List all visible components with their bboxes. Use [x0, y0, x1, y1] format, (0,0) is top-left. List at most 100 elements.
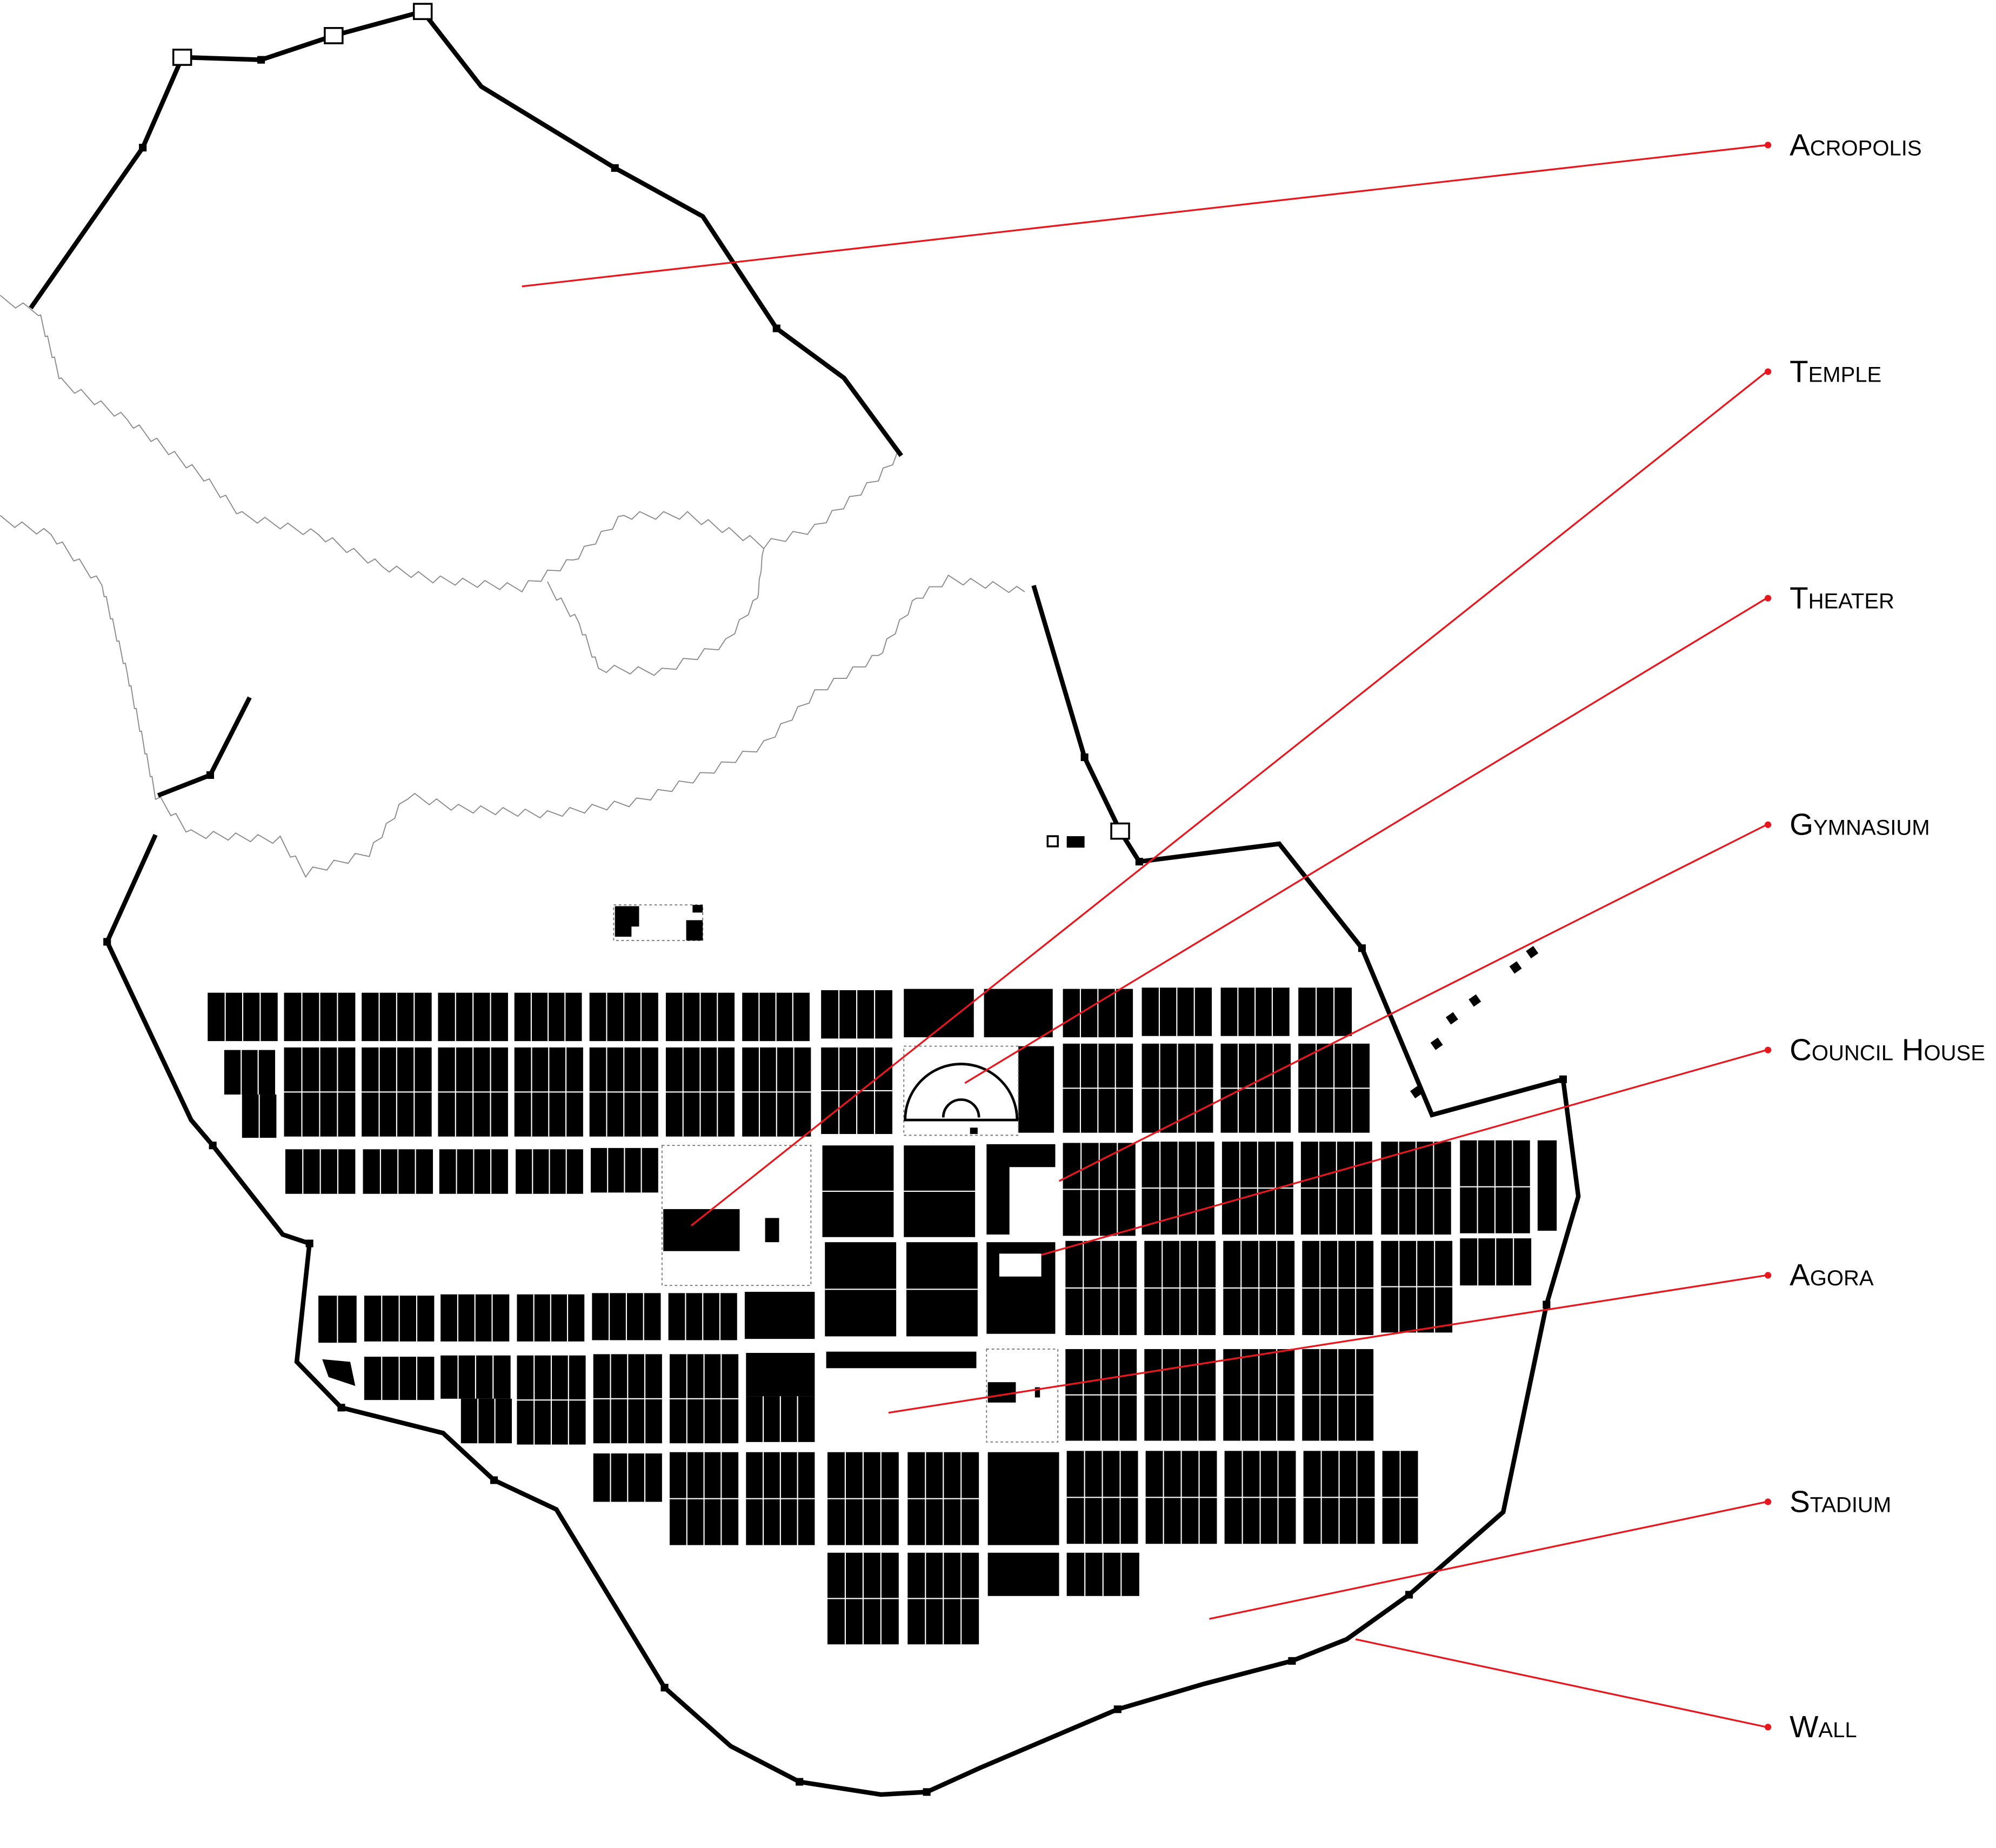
housing-block — [1220, 988, 1290, 1036]
housing-block — [589, 1047, 658, 1137]
wall-tower — [209, 1142, 217, 1150]
housing-block — [821, 990, 893, 1039]
housing-block — [318, 1296, 357, 1343]
housing-block — [1221, 1142, 1293, 1235]
theater-leader-dot — [1764, 595, 1772, 602]
council-house-building — [999, 1253, 1042, 1277]
acropolis-leader-line — [522, 144, 1767, 288]
wall-segment — [29, 9, 903, 457]
housing-block — [440, 1355, 511, 1399]
housing-block — [906, 1242, 978, 1337]
gate-tower — [1110, 822, 1130, 840]
housing-block — [1063, 989, 1133, 1038]
housing-block — [746, 1452, 815, 1545]
stadium-leader-line — [1209, 1500, 1767, 1620]
temple-altar — [765, 1218, 779, 1243]
housing-block — [593, 1453, 662, 1502]
housing-block — [1303, 1451, 1375, 1544]
housing-block — [746, 1353, 815, 1397]
wall-tower — [923, 1788, 931, 1796]
theater-stage — [970, 1128, 978, 1135]
housing-block — [669, 1354, 739, 1444]
wall-tower — [772, 324, 780, 332]
wall-tower — [139, 144, 147, 152]
gymnasium-leader-dot — [1764, 821, 1772, 828]
wall-tower — [1543, 1300, 1551, 1309]
housing-block — [827, 1452, 899, 1545]
wall-tower — [1080, 753, 1089, 762]
acropolis-label: Acropolis — [1790, 128, 1921, 162]
acropolis-leader-dot — [1764, 142, 1772, 149]
wall-fragment — [1509, 961, 1522, 974]
housing-block — [984, 989, 1053, 1038]
housing-block — [514, 1047, 583, 1137]
long-stoa — [826, 1351, 977, 1369]
temple-leader-dot — [1764, 368, 1772, 375]
housing-block — [363, 1149, 433, 1194]
housing-block — [1302, 1349, 1374, 1441]
wall-tower — [257, 56, 265, 64]
gate-tower — [324, 27, 344, 44]
agora-leader-line — [888, 1274, 1767, 1414]
gate-building — [1066, 836, 1085, 848]
housing-block — [825, 1242, 897, 1337]
housing-block — [827, 1552, 899, 1645]
contour-line — [547, 548, 765, 676]
housing-block — [362, 1047, 432, 1137]
housing-block — [1220, 1043, 1291, 1133]
wall-tower — [1288, 1657, 1296, 1665]
theater-building — [904, 1063, 1019, 1122]
wall-leader-line — [1355, 1638, 1767, 1728]
wall-tower — [103, 938, 111, 946]
city-wall — [29, 3, 1581, 1797]
housing-block — [285, 1149, 356, 1194]
wall-tower — [337, 1404, 345, 1412]
wall-segment — [157, 696, 252, 798]
temple-leader-line — [690, 371, 1767, 1226]
wall-label: Wall — [1790, 1710, 1857, 1744]
agora-leader-dot — [1764, 1272, 1772, 1279]
wall-leader-dot — [1764, 1724, 1772, 1731]
stadium-label: Stadium — [1790, 1484, 1891, 1518]
housing-block — [1066, 1552, 1139, 1596]
contour-line — [0, 295, 898, 593]
housing-block — [1460, 1238, 1532, 1286]
housing-block — [1537, 1140, 1557, 1231]
housing-block — [742, 992, 810, 1042]
housing-block — [1460, 1140, 1530, 1233]
housing-block — [284, 1047, 356, 1137]
housing-block — [821, 1047, 893, 1135]
wall-tower — [206, 771, 215, 779]
housing-block — [904, 1145, 976, 1237]
housing-block — [665, 992, 735, 1042]
housing-block — [668, 1293, 737, 1340]
temple-building — [663, 1209, 740, 1251]
housing-block — [1381, 1142, 1451, 1235]
agora-stoa — [987, 1382, 1016, 1403]
wall-tower — [1559, 1075, 1567, 1083]
housing-block — [514, 992, 582, 1042]
temple-label: Temple — [1790, 354, 1881, 388]
wall-fragment — [1526, 946, 1539, 959]
housing-block — [1066, 1451, 1138, 1544]
housing-block — [364, 1296, 435, 1342]
housing-block — [592, 1293, 661, 1340]
gymnasium-label: Gymnasium — [1790, 808, 1930, 842]
housing-block — [665, 1047, 735, 1137]
theater-precinct — [903, 1045, 1019, 1136]
housing-block — [907, 1452, 979, 1545]
housing-block — [744, 1292, 815, 1339]
housing-block — [362, 992, 432, 1042]
wall-tower — [490, 1476, 498, 1484]
housing-block — [593, 1354, 662, 1444]
council-house-label: Council House — [1790, 1032, 1985, 1066]
housing-block — [669, 1452, 739, 1545]
housing-block — [1065, 1240, 1137, 1336]
gymnasium-building — [986, 1144, 1056, 1235]
wall-tower — [796, 1778, 804, 1786]
gate-tower — [172, 49, 192, 66]
wall-fragment — [1410, 1086, 1423, 1099]
housing-block — [242, 1095, 277, 1138]
